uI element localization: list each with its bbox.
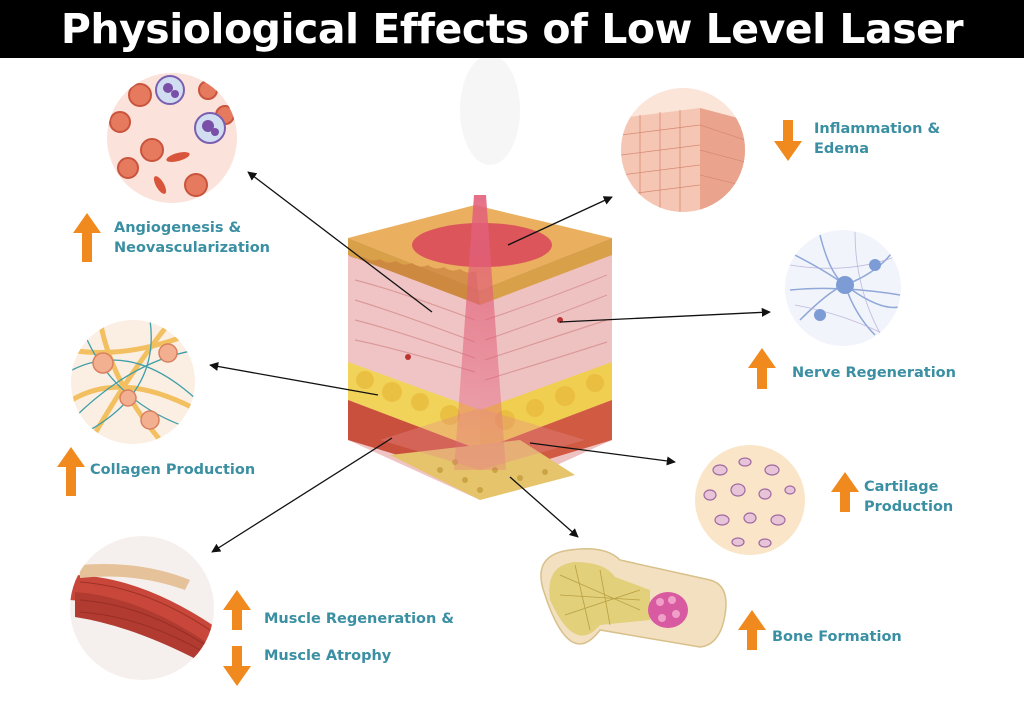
arrow-up-bone-icon	[738, 610, 766, 650]
arrow-up-nerve-icon	[748, 348, 776, 389]
label-muscle-line2: Muscle Atrophy	[264, 646, 391, 666]
label-muscle-line1: Muscle Regeneration &	[264, 609, 454, 629]
nerve-cells-circle	[785, 230, 905, 346]
label-muscle-atrophy: Muscle Atrophy	[264, 646, 391, 666]
label-cartilage: Cartilage Production	[864, 477, 953, 517]
page-title: Physiological Effects of Low Level Laser	[61, 5, 963, 53]
label-nerve-line1: Nerve Regeneration	[792, 363, 956, 383]
label-collagen-line1: Collagen Production	[90, 460, 255, 480]
cartilage-cells-circle	[695, 445, 805, 555]
pointer-bone	[510, 477, 578, 537]
arrow-up-cartilage-icon	[831, 472, 859, 512]
pointer-muscle	[212, 438, 392, 552]
arrow-up-collagen-icon	[57, 447, 85, 496]
label-collagen: Collagen Production	[90, 460, 255, 480]
label-nerve: Nerve Regeneration	[792, 363, 956, 383]
collagen-fibers-circle	[70, 320, 200, 444]
arrow-up-angiogenesis-icon	[73, 213, 101, 262]
arrow-down-inflammation-icon	[774, 120, 802, 161]
title-bar: Physiological Effects of Low Level Laser	[0, 0, 1024, 58]
label-angiogenesis-line2: Neovascularization	[114, 238, 270, 258]
blood-cells-circle	[107, 73, 237, 203]
label-inflammation-line2: Edema	[814, 139, 940, 159]
bone-section	[541, 549, 726, 647]
skin-cross-section	[348, 195, 612, 500]
label-inflammation: Inflammation & Edema	[814, 119, 940, 159]
arrow-up-muscle-icon	[223, 590, 251, 630]
label-cartilage-line2: Production	[864, 497, 953, 517]
label-cartilage-line1: Cartilage	[864, 477, 953, 497]
arrow-down-muscle-icon	[223, 646, 251, 686]
label-bone: Bone Formation	[772, 627, 902, 647]
muscle-fibers-circle	[70, 536, 220, 680]
label-angiogenesis-line1: Angiogenesis &	[114, 218, 270, 238]
label-angiogenesis: Angiogenesis & Neovascularization	[114, 218, 270, 258]
label-muscle-regeneration: Muscle Regeneration &	[264, 609, 454, 629]
label-inflammation-line1: Inflammation &	[814, 119, 940, 139]
laser-source-icon	[460, 55, 520, 165]
label-bone-line1: Bone Formation	[772, 627, 902, 647]
skin-tissue-circle	[621, 88, 745, 212]
